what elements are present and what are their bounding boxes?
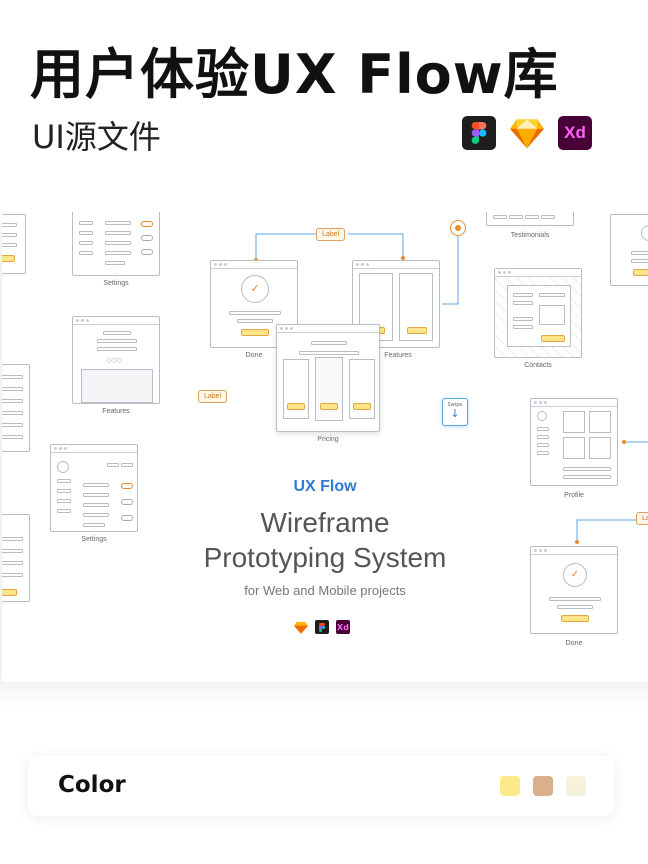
color-section: Color [28,756,614,816]
wireframe-features-left: ○○○ [72,316,160,404]
small-tool-icons: Xd [294,620,350,634]
label-tag-right: La [636,512,648,525]
headline-line2: Prototyping System [203,542,447,573]
caption-profile: Profile [564,492,584,499]
caption-features-left: Features [102,408,130,415]
color-swatch-yellow[interactable] [500,776,520,796]
figma-icon [462,116,496,150]
page-subtitle: UI源文件 [32,118,161,156]
color-label: Color [58,772,126,798]
caption-done-bottom: Done [565,640,583,647]
sketch-icon [294,620,308,634]
color-swatch-cream[interactable] [566,776,586,796]
wireframe-done-bottom: ✓ [530,546,618,634]
xd-icon: Xd [336,620,350,634]
wireframe-settings-top [72,212,160,276]
wireframe-settings-bottom [50,444,138,532]
node-circle-icon [450,220,466,236]
wireframe-pricing [276,324,380,432]
xd-icon: Xd [558,116,592,150]
brand-name: UX Flow [293,478,357,495]
label-tag-top: Label [316,228,346,241]
swipe-gesture: Swipe ↓ [442,398,468,426]
caption-done-top: Done [245,352,263,359]
preview-card: Settings ○○○ Features Settings Label ✓ [2,212,648,682]
caption-testimonials: Testimonials [510,232,550,239]
sketch-icon [510,116,544,150]
caption-features-top: Features [384,352,412,359]
headline-line1: Wireframe [260,507,390,538]
tool-icons: Xd [462,116,592,150]
label-tag-left: Label [198,390,228,403]
wireframe-partial-left-3 [2,514,30,602]
caption-settings-top: Settings [103,280,129,287]
figma-icon [315,620,329,634]
wireframe-partial-left-2 [2,364,30,452]
wireframe-testimonials [486,212,574,226]
card-shadow [0,682,648,708]
caption-settings-bottom: Settings [81,536,107,543]
check-icon: ✓ [563,563,587,587]
page-title: 用户体验UX Flow库 [30,43,559,106]
wireframe-profile [530,398,618,486]
tagline: for Web and Mobile projects [244,583,406,598]
wireframe-partial-left-1 [2,214,26,274]
wireframe-contacts [494,268,582,358]
caption-pricing: Pricing [317,436,339,443]
check-icon: ✓ [241,275,269,303]
wireframe-features-top [352,260,440,348]
flow-connectors [254,233,648,544]
caption-contacts: Contacts [524,362,552,369]
color-swatch-tan[interactable] [533,776,553,796]
wireframe-partial-right-1 [610,214,648,286]
arrow-down-icon: ↓ [450,407,460,420]
